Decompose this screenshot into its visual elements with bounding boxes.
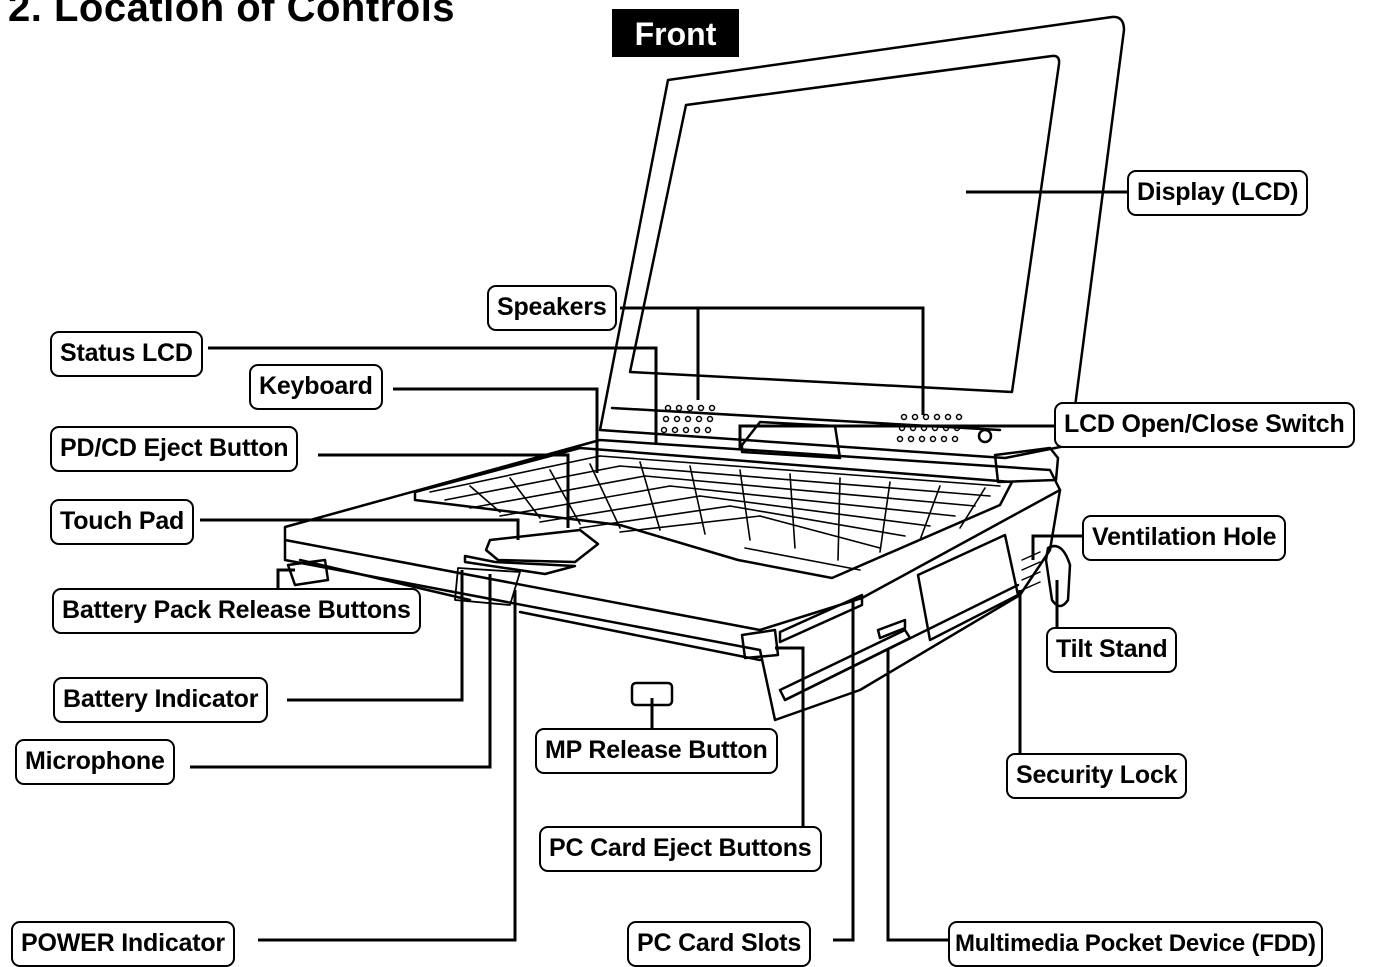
lcd-screen bbox=[628, 54, 1061, 394]
hinge-right bbox=[993, 446, 1060, 484]
keyboard-keys bbox=[429, 455, 1001, 571]
battery-indicator-callout: Battery Indicator bbox=[53, 677, 269, 723]
leader-status-lcd bbox=[208, 346, 658, 445]
pc-card-eject-callout: PC Card Eject Buttons bbox=[539, 826, 822, 872]
leader-battery-release bbox=[276, 568, 295, 592]
fdd-button bbox=[876, 618, 907, 640]
leader-ventilation bbox=[1031, 534, 1084, 560]
base-top bbox=[283, 438, 1062, 632]
leader-lcd-switch bbox=[738, 424, 1054, 448]
leader-lines bbox=[190, 190, 1130, 942]
status-lcd-callout: Status LCD bbox=[50, 331, 203, 377]
leader-pc-card-eject bbox=[775, 646, 805, 828]
touch-pad-buttons bbox=[463, 554, 577, 576]
leader-multimedia bbox=[886, 650, 950, 942]
lcd-sensor-icon bbox=[977, 428, 993, 444]
touch-pad-callout: Touch Pad bbox=[50, 499, 195, 545]
page-title: 2. Location of Controls bbox=[8, 0, 456, 30]
ventilation-callout: Ventilation Hole bbox=[1082, 515, 1287, 561]
leader-keyboard bbox=[393, 387, 599, 473]
leader-pc-card-slots bbox=[833, 600, 855, 942]
pc-card-slot bbox=[778, 593, 864, 644]
security-lock-callout: Security Lock bbox=[1006, 753, 1188, 799]
leader-battery-indicator bbox=[287, 570, 464, 702]
multimedia-pocket-callout: Multimedia Pocket Device (FDD) bbox=[948, 921, 1323, 967]
speaker-right-icon bbox=[896, 413, 963, 443]
display-callout: Display (LCD) bbox=[1127, 170, 1309, 216]
battery-release-icon bbox=[286, 558, 330, 587]
tilt-stand bbox=[1044, 544, 1072, 608]
keyboard-callout: Keyboard bbox=[249, 364, 383, 410]
lcd-switch-callout: LCD Open/Close Switch bbox=[1054, 402, 1355, 448]
battery-release-callout: Battery Pack Release Buttons bbox=[52, 588, 421, 634]
leader-microphone bbox=[190, 574, 492, 769]
mp-bay bbox=[916, 533, 1020, 642]
laptop-illustration bbox=[283, 15, 1126, 722]
ventilation-icon bbox=[1021, 551, 1041, 591]
power-indicator-callout: POWER Indicator bbox=[11, 921, 235, 967]
speaker-left-icon bbox=[660, 404, 716, 434]
mp-release-callout: MP Release Button bbox=[535, 728, 778, 774]
front-view-badge: Front bbox=[612, 9, 739, 57]
tilt-stand-callout: Tilt Stand bbox=[1046, 627, 1178, 673]
indicator-panel bbox=[454, 567, 521, 606]
lcd-lid bbox=[598, 15, 1126, 460]
leader-speakers bbox=[620, 306, 925, 415]
pdcd-eject-callout: PD/CD Eject Button bbox=[50, 426, 299, 472]
microphone-callout: Microphone bbox=[15, 739, 175, 785]
leader-pdcd bbox=[318, 453, 570, 528]
touch-pad bbox=[484, 528, 600, 564]
fdd-slot bbox=[778, 628, 912, 702]
pc-card-eject bbox=[740, 628, 780, 660]
leader-touch-pad bbox=[200, 518, 520, 540]
keyboard-outline bbox=[413, 446, 1014, 580]
base-front bbox=[283, 488, 1062, 722]
leader-power bbox=[258, 590, 517, 942]
speakers-callout: Speakers bbox=[487, 285, 617, 331]
pc-card-slots-callout: PC Card Slots bbox=[627, 921, 812, 967]
